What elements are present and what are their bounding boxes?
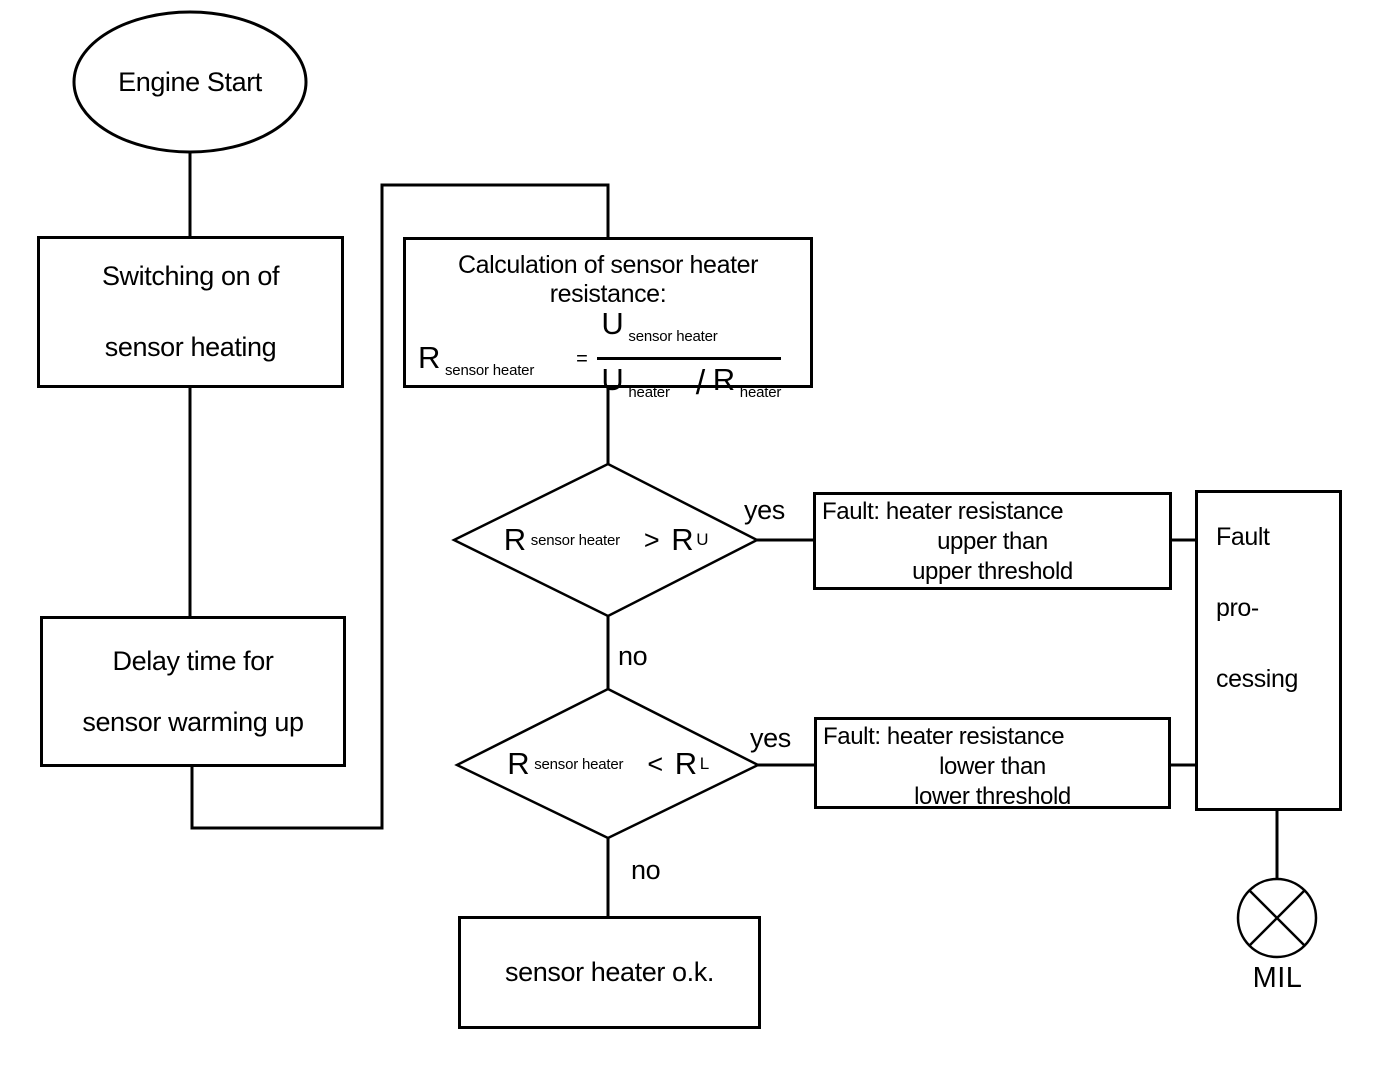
calculation-title-line2: resistance: xyxy=(549,280,667,308)
decision-lower-lhs-subscript: sensor heater xyxy=(534,755,624,773)
formula-lhs-subscript: sensor heater xyxy=(445,361,535,379)
decision-lower-lhs-base: R xyxy=(507,746,530,781)
formula-den-first-base: U xyxy=(601,362,624,397)
process-delay-line2: sensor warming up xyxy=(82,706,304,737)
decision-lower-rhs-base: R xyxy=(674,746,697,781)
mil-caption: MIL xyxy=(1252,962,1303,994)
edge-label-lower-yes: yes xyxy=(750,723,791,753)
process-switching-line1: Switching on of xyxy=(101,261,280,291)
edge-delay-to-calculation xyxy=(190,183,610,830)
ok-box: sensor heater o.k. xyxy=(458,916,761,1029)
decision-upper-rhs-base: R xyxy=(671,522,694,557)
fault-upper-line3: upper threshold xyxy=(912,558,1073,585)
formula-numerator-subscript: sensor heater xyxy=(628,328,718,345)
fault-processing-line3: cessing xyxy=(1216,665,1298,693)
formula-den-second-subscript: heater xyxy=(739,384,782,401)
fault-upper-line1: Fault: heater resistance xyxy=(822,498,1064,525)
edge-label-upper-no: no xyxy=(618,641,648,671)
decision-upper-lhs-base: R xyxy=(503,522,526,557)
fault-processing-line2: pro- xyxy=(1216,594,1259,622)
fault-lower-line3: lower threshold xyxy=(914,783,1071,810)
start-node-label: Engine Start xyxy=(118,66,262,97)
formula-den-second-base: R xyxy=(712,362,735,397)
decision-upper-operator: > xyxy=(643,524,660,555)
fault-upper-line2: upper than xyxy=(937,528,1048,555)
formula-equals-sign: = xyxy=(576,347,588,370)
process-delay-line1: Delay time for xyxy=(112,645,274,676)
decision-upper-lhs-subscript: sensor heater xyxy=(530,531,620,549)
ok-label: sensor heater o.k. xyxy=(505,957,714,987)
edge-label-upper-yes: yes xyxy=(744,495,785,525)
process-calculation-box: Calculation of sensor heater resistance:… xyxy=(403,237,813,401)
formula-den-first-subscript: heater xyxy=(628,384,670,401)
fault-processing-box: Fault pro- cessing xyxy=(1195,490,1342,811)
edge-label-lower-no: no xyxy=(631,855,661,885)
fault-lower-line2: lower than xyxy=(939,753,1046,780)
calculation-title-line1: Calculation of sensor heater xyxy=(457,251,759,279)
formula-numerator-base: U xyxy=(601,306,624,341)
fault-processing-line1: Fault xyxy=(1216,523,1270,551)
process-delay-box: Delay time for sensor warming up xyxy=(40,616,346,767)
fault-lower-box: Fault: heater resistance lower than lowe… xyxy=(814,717,1171,810)
mil-lamp-cross-2 xyxy=(1249,890,1305,946)
process-switching-line2: sensor heating xyxy=(104,332,277,362)
fault-lower-line1: Fault: heater resistance xyxy=(823,723,1065,750)
fault-upper-box: Fault: heater resistance upper than uppe… xyxy=(813,492,1172,590)
formula-lhs-base: R xyxy=(418,339,440,375)
decision-lower-operator: < xyxy=(647,748,663,779)
decision-upper-rhs-subscript: U xyxy=(696,530,709,549)
process-switching-box: Switching on of sensor heating xyxy=(37,236,344,388)
formula-division-slash: / xyxy=(695,364,705,402)
decision-lower-rhs-subscript: L xyxy=(699,754,709,773)
